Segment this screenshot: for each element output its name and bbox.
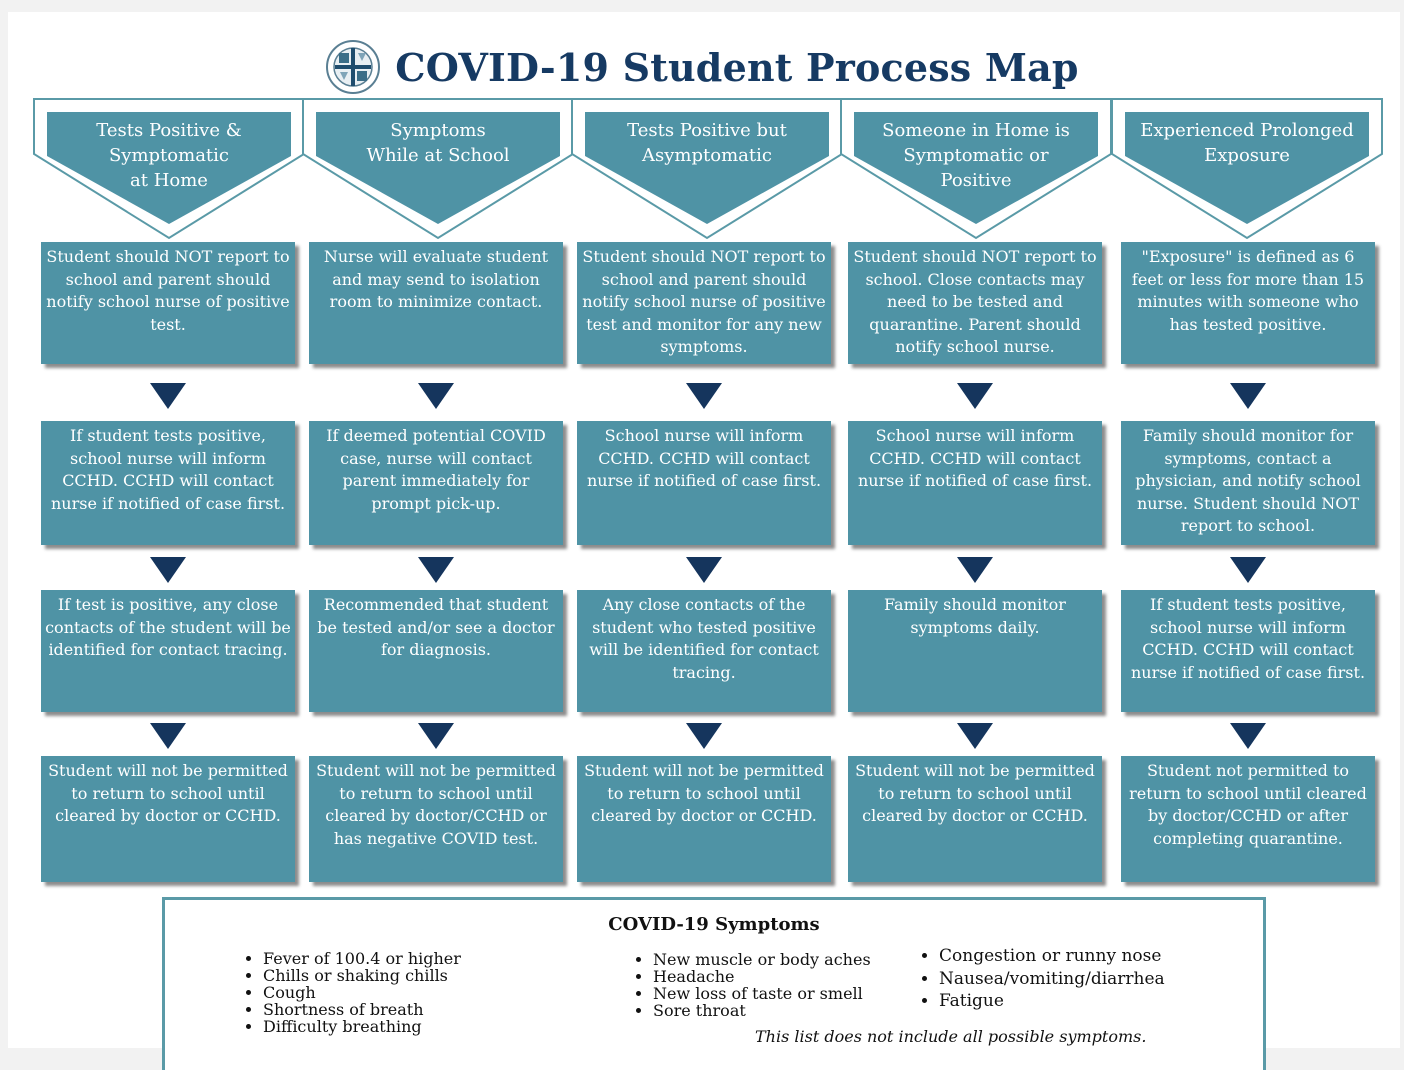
chevron-shape <box>302 98 574 240</box>
step-box: Student will not be permitted to return … <box>309 756 563 882</box>
symptom-item: Chills or shaking chills <box>263 967 461 984</box>
step-box: Recommended that student be tested and/o… <box>309 590 563 712</box>
step-box: School nurse will inform CCHD. CCHD will… <box>848 421 1102 545</box>
step-box: Family should monitor for symptoms, cont… <box>1121 421 1375 545</box>
chevron-shape <box>571 98 843 240</box>
symptoms-list-3: Congestion or runny noseNausea/vomiting/… <box>919 945 1165 1013</box>
down-arrow-icon <box>686 557 722 583</box>
symptoms-title: COVID-19 Symptoms <box>608 914 820 935</box>
symptoms-list-2: New muscle or body achesHeadacheNew loss… <box>633 951 871 1019</box>
down-arrow-icon <box>418 383 454 409</box>
chevron-shape <box>33 98 305 240</box>
step-box: Student should NOT report to school. Clo… <box>848 242 1102 364</box>
chevron-shape <box>840 98 1112 240</box>
step-box: If test is positive, any close contacts … <box>41 590 295 712</box>
down-arrow-icon <box>150 557 186 583</box>
column-header-1: Tests Positive & Symptomatic at Home <box>33 98 305 240</box>
symptom-item: Fatigue <box>939 990 1165 1013</box>
column-heading: Tests Positive but Asymptomatic <box>627 120 787 166</box>
column-header-2: Symptoms While at School <box>302 98 574 240</box>
symptom-item: Sore throat <box>653 1002 871 1019</box>
step-box: If student tests positive, school nurse … <box>41 421 295 545</box>
symptoms-panel: COVID-19 Symptoms Fever of 100.4 or high… <box>162 897 1266 1070</box>
symptom-item: Headache <box>653 968 871 985</box>
county-schools-logo <box>326 40 381 94</box>
symptom-item: New loss of taste or smell <box>653 985 871 1002</box>
chevron-shape <box>1111 98 1383 240</box>
down-arrow-icon <box>686 383 722 409</box>
down-arrow-icon <box>150 723 186 749</box>
step-box: If deemed potential COVID case, nurse wi… <box>309 421 563 545</box>
down-arrow-icon <box>1230 723 1266 749</box>
page-title: COVID-19 Student Process Map <box>395 44 1079 90</box>
column-heading: Someone in Home is Symptomatic or Positi… <box>882 120 1070 191</box>
down-arrow-icon <box>686 723 722 749</box>
column-heading: Experienced Prolonged Exposure <box>1140 120 1354 166</box>
step-box: "Exposure" is defined as 6 feet or less … <box>1121 242 1375 364</box>
step-box: If student tests positive, school nurse … <box>1121 590 1375 712</box>
column-heading: Symptoms While at School <box>366 120 510 166</box>
down-arrow-icon <box>150 383 186 409</box>
down-arrow-icon <box>1230 383 1266 409</box>
column-header-5: Experienced Prolonged Exposure <box>1111 98 1383 240</box>
symptom-item: Nausea/vomiting/diarrhea <box>939 968 1165 991</box>
step-box: Student not permitted to return to schoo… <box>1121 756 1375 882</box>
down-arrow-icon <box>957 557 993 583</box>
symptoms-note: This list does not include all possible … <box>755 1027 1147 1046</box>
symptom-item: Cough <box>263 984 461 1001</box>
column-heading: Tests Positive & Symptomatic at Home <box>96 120 242 191</box>
step-box: Student should NOT report to school and … <box>577 242 831 364</box>
down-arrow-icon <box>418 557 454 583</box>
column-header-3: Tests Positive but Asymptomatic <box>571 98 843 240</box>
down-arrow-icon <box>418 723 454 749</box>
down-arrow-icon <box>957 723 993 749</box>
title-row: COVID-19 Student Process Map <box>0 36 1404 98</box>
step-box: Student will not be permitted to return … <box>848 756 1102 882</box>
symptom-item: New muscle or body aches <box>653 951 871 968</box>
symptom-item: Difficulty breathing <box>263 1018 461 1035</box>
symptoms-list-1: Fever of 100.4 or higherChills or shakin… <box>243 950 461 1035</box>
down-arrow-icon <box>1230 557 1266 583</box>
step-box: Student will not be permitted to return … <box>577 756 831 882</box>
symptom-item: Fever of 100.4 or higher <box>263 950 461 967</box>
step-box: Any close contacts of the student who te… <box>577 590 831 712</box>
step-box: School nurse will inform CCHD. CCHD will… <box>577 421 831 545</box>
step-box: Family should monitor symptoms daily. <box>848 590 1102 712</box>
step-box: Nurse will evaluate student and may send… <box>309 242 563 364</box>
symptom-item: Shortness of breath <box>263 1001 461 1018</box>
step-box: Student will not be permitted to return … <box>41 756 295 882</box>
down-arrow-icon <box>957 383 993 409</box>
column-header-4: Someone in Home is Symptomatic or Positi… <box>840 98 1112 240</box>
symptom-item: Congestion or runny nose <box>939 945 1165 968</box>
step-box: Student should NOT report to school and … <box>41 242 295 364</box>
